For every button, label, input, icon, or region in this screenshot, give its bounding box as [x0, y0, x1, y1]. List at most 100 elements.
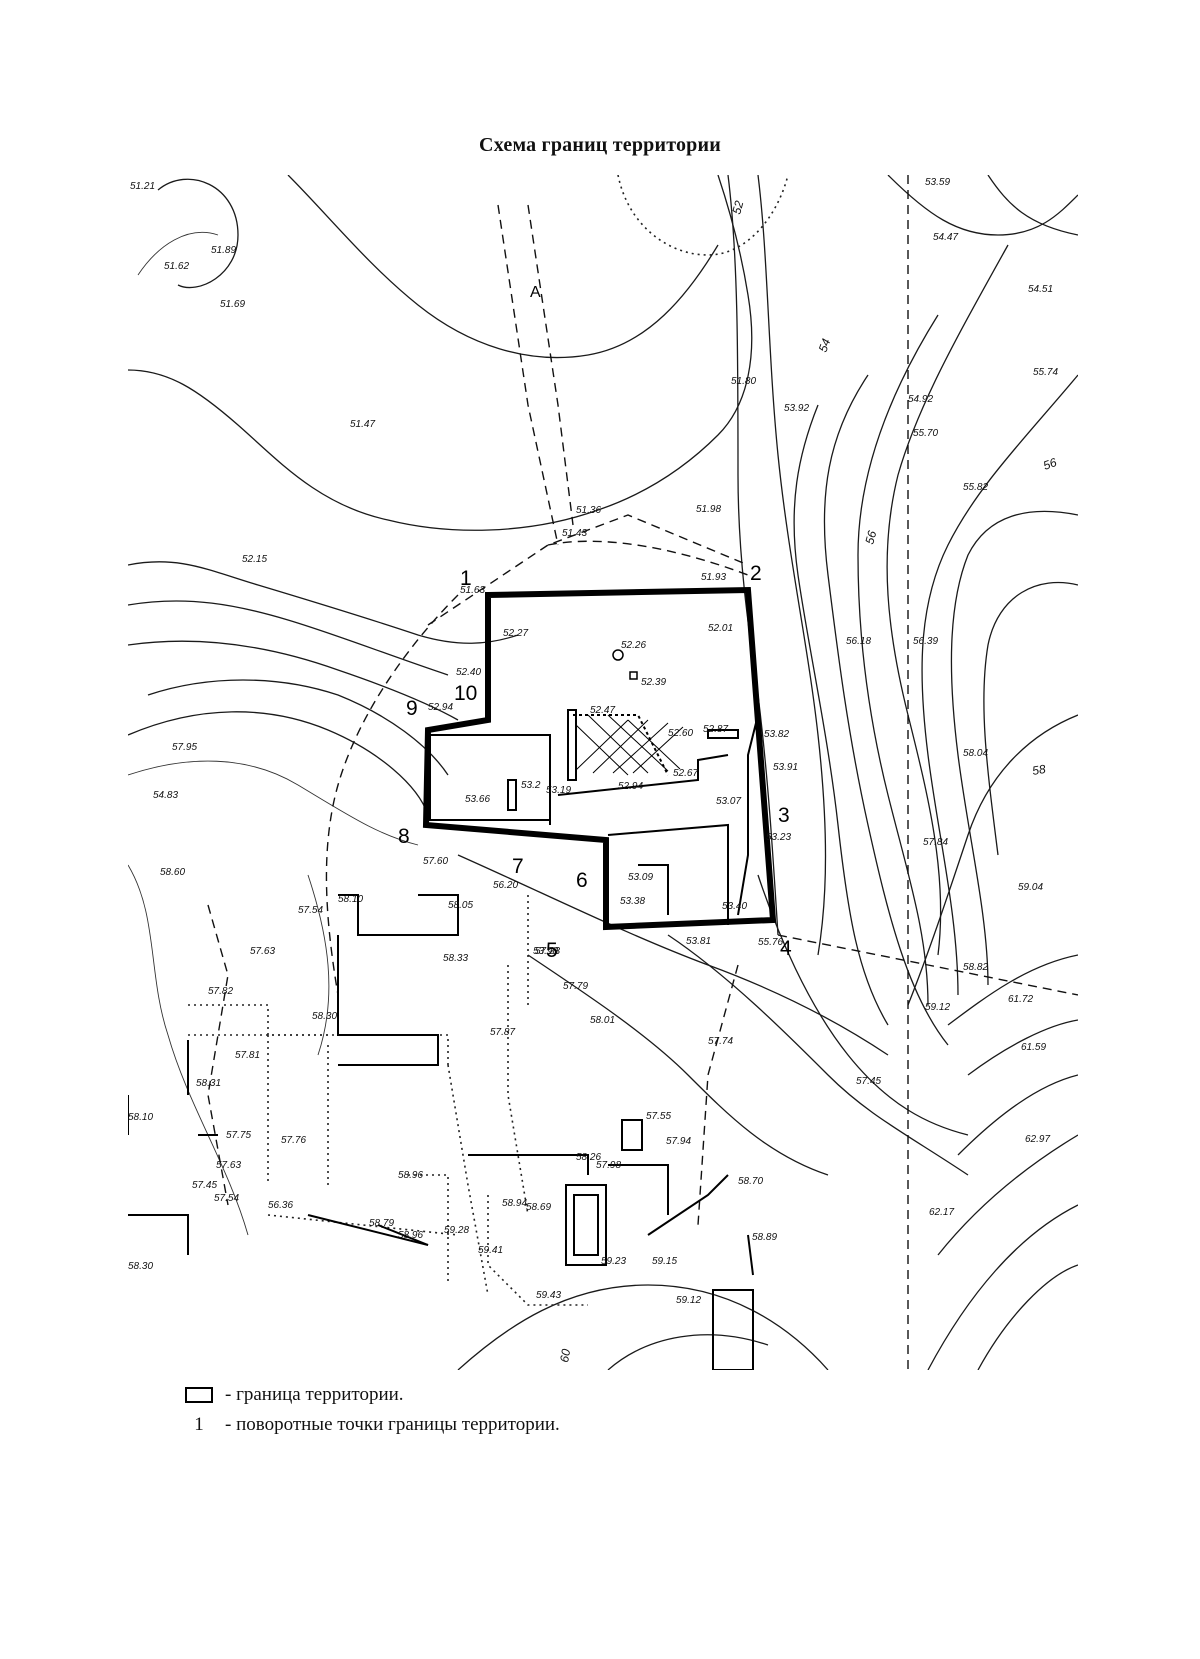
hatched-area	[575, 714, 684, 776]
elevation-label: 56.36	[268, 1200, 293, 1211]
contour-line	[727, 175, 779, 936]
well-marker	[612, 649, 624, 661]
elevation-label: 58.31	[196, 1078, 221, 1089]
elevation-label: 57.76	[281, 1135, 306, 1146]
boundary-swatch	[185, 1387, 213, 1403]
elevation-label: 53.66	[465, 794, 490, 805]
elevation-label: 51.89	[211, 245, 236, 256]
elevation-label: 53.23	[766, 832, 791, 843]
survey-line	[427, 514, 749, 626]
elevation-label: 51.63	[460, 585, 485, 596]
contour-line	[977, 1264, 1078, 1370]
elevation-label: 51.21	[130, 181, 155, 192]
contour-line	[967, 1019, 1078, 1076]
dashed-lines	[207, 175, 1078, 1370]
inner-wall	[737, 714, 759, 916]
ruin-wall	[377, 1224, 429, 1246]
elevation-label: 57.63	[250, 946, 275, 957]
contour-line	[857, 314, 939, 1006]
elevation-label: 51.98	[696, 504, 721, 515]
elevation-label: 58.89	[752, 1232, 777, 1243]
elevation-label: 52.47	[590, 705, 615, 716]
elevation-label: 57.45	[856, 1076, 881, 1087]
elevation-label: 57.23	[535, 946, 560, 957]
contour-lines	[128, 175, 1078, 1370]
elevation-label: 53.59	[925, 177, 950, 188]
elevation-label: 59.12	[925, 1002, 950, 1013]
elevation-label: 52.40	[456, 667, 481, 678]
legend-boundary-text: - граница территории.	[225, 1384, 404, 1405]
elevation-label: 55.82	[963, 482, 988, 493]
ruin-room	[565, 1184, 607, 1266]
elevation-label: 54.83	[153, 790, 178, 801]
contour-number-label: 58	[1031, 762, 1047, 778]
elevation-label: 58.26	[576, 1152, 601, 1163]
survey-line	[325, 594, 459, 996]
elevation-label: 53.2	[521, 780, 541, 791]
contour-line	[921, 374, 1078, 996]
elevation-label: 53.91	[773, 762, 798, 773]
boundary-point-9: 9	[406, 697, 418, 720]
elevation-label: 55.70	[913, 428, 938, 439]
elevation-label: 57.84	[923, 837, 948, 848]
contour-number-label: 52	[729, 199, 746, 216]
contour-line	[950, 510, 1078, 986]
elevation-label: 53.09	[628, 872, 653, 883]
inner-wall	[607, 823, 729, 925]
inner-room	[429, 734, 551, 821]
site-plan-svg: 51.8951.6251.6951.4751.3651.4351.9851.93…	[128, 175, 1078, 1370]
elevation-label: 51.36	[576, 505, 601, 516]
elevation-label: 57.74	[708, 1036, 733, 1047]
contour-number-label: 60	[557, 1348, 573, 1364]
ruin-wall	[608, 1164, 669, 1215]
contour-line	[137, 231, 219, 276]
ruin-wall	[337, 935, 439, 1066]
contour-number-label: 54	[816, 336, 834, 354]
elevation-label: 57.63	[216, 1160, 241, 1171]
ruin-wall	[408, 1174, 449, 1285]
elevation-label: 52.67	[673, 768, 698, 779]
contour-line	[128, 600, 449, 676]
page-title: Схема границ территории	[479, 134, 721, 156]
elevation-label: 58.10	[128, 1112, 153, 1123]
boundary-point-4: 4	[780, 937, 792, 960]
elevation-label: 51.69	[220, 299, 245, 310]
ruin-wall	[487, 1195, 588, 1306]
road-line	[527, 204, 574, 526]
contour-line	[887, 175, 1078, 236]
contour-line	[886, 244, 1009, 956]
ruin-wall	[647, 1174, 729, 1236]
contour-line	[128, 561, 519, 644]
elevation-label: 52.01	[708, 623, 733, 634]
legend-row-boundary: - граница территории.	[185, 1380, 560, 1410]
inner-room	[507, 779, 517, 811]
contour-line	[757, 874, 969, 1136]
contour-line	[147, 679, 449, 776]
ruin-wall	[468, 1154, 589, 1175]
elevation-label: 54.51	[1028, 284, 1053, 295]
boundary-point-6: 6	[576, 869, 588, 892]
elevation-label: 59.43	[536, 1290, 561, 1301]
ruin-room	[712, 1289, 754, 1370]
contour-line	[927, 1204, 1078, 1370]
elevation-label: 58.79	[369, 1218, 394, 1229]
ruin-wall	[267, 1214, 459, 1236]
elevation-label: 58.10	[338, 894, 363, 905]
elevation-label: 52.87	[703, 724, 728, 735]
elevation-label: 53.92	[784, 403, 809, 414]
elevation-label: 58.05	[448, 900, 473, 911]
elevation-label: 51.62	[164, 261, 189, 272]
boundary-point-8: 8	[398, 825, 410, 848]
boundary-point-7: 7	[512, 855, 524, 878]
elevation-label: 57.81	[235, 1050, 260, 1061]
elevation-label: 56.18	[846, 636, 871, 647]
elevation-label: 55.74	[1033, 367, 1058, 378]
contour-line	[983, 581, 1078, 856]
contour-line	[307, 874, 330, 1056]
contour-line	[987, 175, 1078, 236]
survey-line	[207, 904, 229, 1206]
contour-line	[457, 1284, 829, 1370]
elevation-label: 52.39	[641, 677, 666, 688]
boundary-point-10: 10	[454, 682, 477, 705]
